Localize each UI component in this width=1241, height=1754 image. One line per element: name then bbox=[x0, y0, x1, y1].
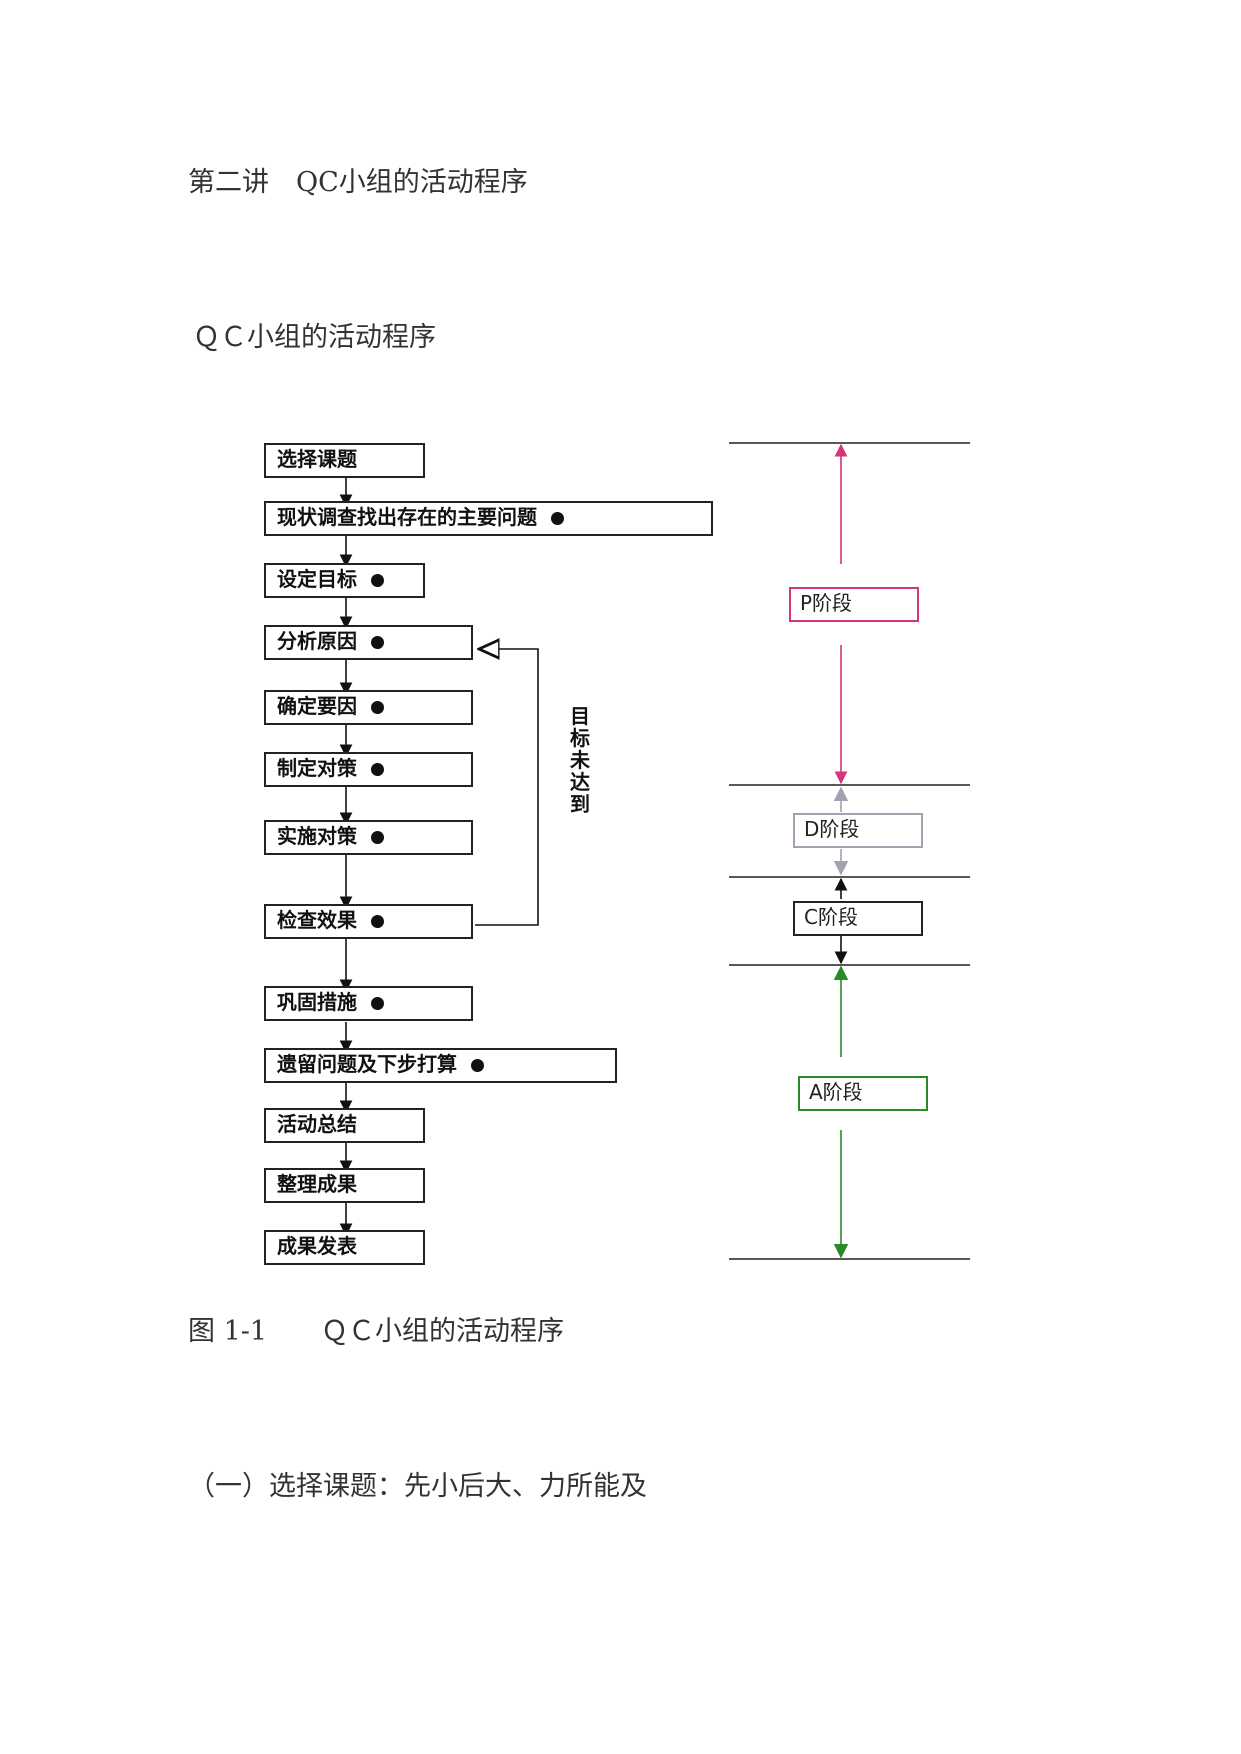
loop-label: 目标未达到 bbox=[570, 704, 590, 816]
step-activity-summary: 活动总结 bbox=[264, 1108, 425, 1143]
step-label: 遗留问题及下步打算 bbox=[277, 1052, 457, 1076]
step-label: 设定目标 bbox=[277, 567, 357, 591]
key-step-dot-icon bbox=[551, 512, 564, 525]
step-remaining-issues: 遗留问题及下步打算 bbox=[264, 1048, 617, 1083]
key-step-dot-icon bbox=[371, 763, 384, 776]
step-label: 巩固措施 bbox=[277, 990, 357, 1014]
step-label: 整理成果 bbox=[277, 1172, 357, 1196]
key-step-dot-icon bbox=[371, 915, 384, 928]
stage-label: C阶段 bbox=[804, 905, 858, 929]
step-implement-countermeasures: 实施对策 bbox=[264, 820, 473, 855]
step-label: 实施对策 bbox=[277, 824, 357, 848]
key-step-dot-icon bbox=[371, 997, 384, 1010]
page-heading: 第二讲 QC小组的活动程序 bbox=[188, 167, 528, 198]
step-label: 活动总结 bbox=[277, 1112, 357, 1136]
step-label: 分析原因 bbox=[277, 629, 357, 653]
stage-p: P阶段 bbox=[789, 587, 919, 622]
stage-label: D阶段 bbox=[804, 817, 860, 841]
step-label: 检查效果 bbox=[277, 908, 357, 932]
step-make-countermeasures: 制定对策 bbox=[264, 752, 473, 787]
stage-label: A阶段 bbox=[809, 1080, 863, 1104]
step-check-effect: 检查效果 bbox=[264, 904, 473, 939]
stage-d: D阶段 bbox=[793, 813, 923, 848]
step-label: 制定对策 bbox=[277, 756, 357, 780]
subheading: ＱＣ小组的活动程序 bbox=[193, 322, 436, 353]
stage-label: P阶段 bbox=[800, 591, 853, 615]
step-select-topic: 选择课题 bbox=[264, 443, 425, 478]
step-set-target: 设定目标 bbox=[264, 563, 425, 598]
step-survey-status: 现状调查找出存在的主要问题 bbox=[264, 501, 713, 536]
stage-a: A阶段 bbox=[798, 1076, 928, 1111]
key-step-dot-icon bbox=[371, 574, 384, 587]
step-label: 确定要因 bbox=[277, 694, 357, 718]
key-step-dot-icon bbox=[371, 636, 384, 649]
step-analyze-causes: 分析原因 bbox=[264, 625, 473, 660]
step-label: 现状调查找出存在的主要问题 bbox=[277, 505, 537, 529]
section-title: （一）选择课题：先小后大、力所能及 bbox=[188, 1471, 647, 1502]
key-step-dot-icon bbox=[371, 831, 384, 844]
step-publish-results: 成果发表 bbox=[264, 1230, 425, 1265]
stage-c: C阶段 bbox=[793, 901, 923, 936]
step-identify-main-causes: 确定要因 bbox=[264, 690, 473, 725]
figure-caption: 图 1-1 ＱＣ小组的活动程序 bbox=[188, 1316, 565, 1347]
key-step-dot-icon bbox=[371, 701, 384, 714]
key-step-dot-icon bbox=[471, 1059, 484, 1072]
step-label: 成果发表 bbox=[277, 1234, 357, 1258]
step-organize-results: 整理成果 bbox=[264, 1168, 425, 1203]
step-consolidate: 巩固措施 bbox=[264, 986, 473, 1021]
step-label: 选择课题 bbox=[277, 447, 357, 471]
